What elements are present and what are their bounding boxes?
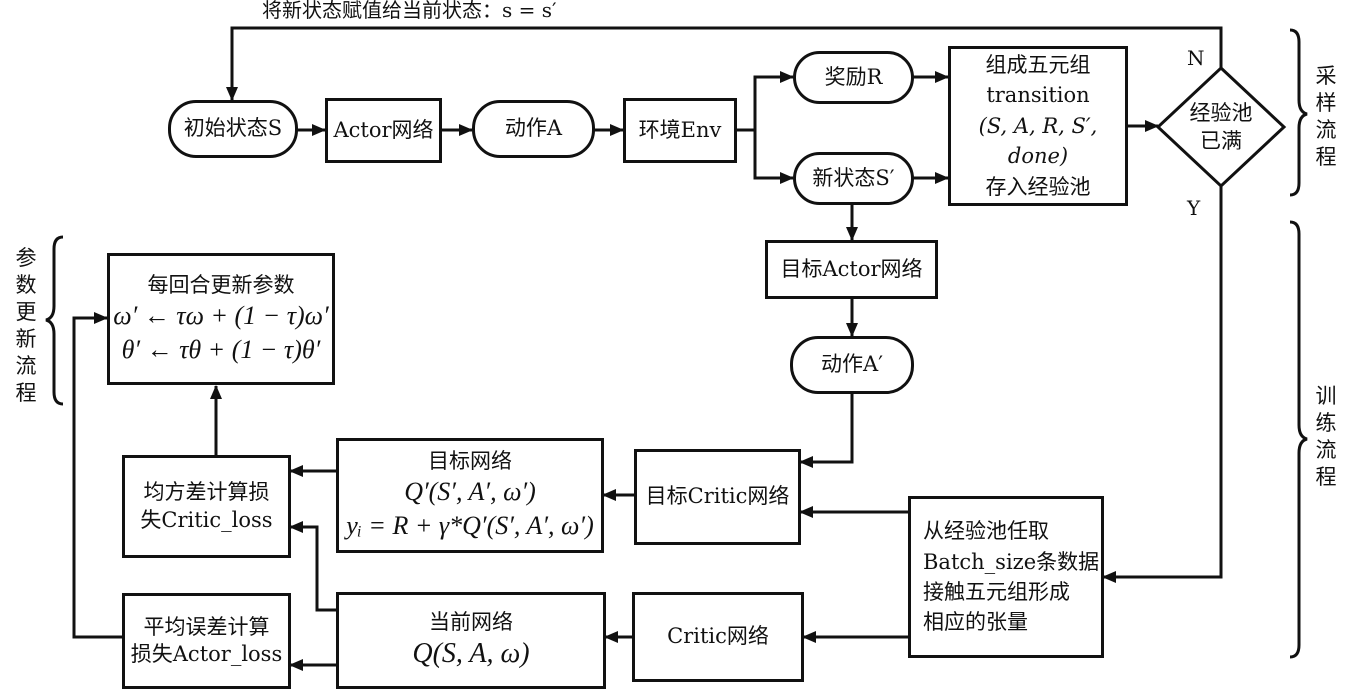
node-critic-label: Critic网络 bbox=[667, 624, 769, 649]
arrow-env-to-reward bbox=[736, 71, 794, 132]
sample-line-2: Batch_size条数据 bbox=[923, 549, 1100, 574]
sample-line-4: 相应的张量 bbox=[923, 610, 1028, 635]
param-update-title: 每回合更新参数 bbox=[147, 272, 295, 297]
store-line-1: 组成五元组 bbox=[985, 52, 1091, 77]
side-char: 程 bbox=[15, 381, 37, 405]
node-action-a-prime: 动作A′ bbox=[790, 336, 914, 394]
side-char: 采 bbox=[1315, 64, 1337, 88]
node-environment: 环境Env bbox=[623, 98, 737, 163]
brace-training bbox=[1289, 220, 1308, 659]
arrow-current-net-to-mse bbox=[289, 521, 336, 612]
brace-sampling bbox=[1289, 28, 1308, 197]
param-update-eq2: θ′ ← τθ + (1 − τ)θ′ bbox=[121, 334, 321, 364]
target-network-title: 目标网络 bbox=[428, 449, 512, 474]
top-loop-label: 将新状态赋值给当前状态：s = s′ bbox=[262, 0, 557, 22]
side-label-param-update: 参 数 更 新 流 程 bbox=[14, 245, 38, 407]
arrow-mean-to-update bbox=[72, 312, 123, 639]
side-char: 练 bbox=[1315, 411, 1337, 435]
node-target-actor-label: 目标Actor网络 bbox=[780, 256, 923, 281]
side-char: 流 bbox=[1315, 438, 1337, 462]
node-initial-state: 初始状态S bbox=[168, 100, 298, 158]
arrow-action2-to-target-critic bbox=[799, 394, 854, 468]
node-initial-state-label: 初始状态S bbox=[183, 116, 283, 141]
decision-diamond bbox=[1155, 65, 1287, 189]
node-target-actor: 目标Actor网络 bbox=[765, 240, 938, 299]
node-sample-batch: 从经验池任取 Batch_size条数据 接触五元组形成 相应的张量 bbox=[908, 496, 1104, 658]
side-char: 数 bbox=[15, 273, 37, 297]
node-new-state-label: 新状态S′ bbox=[812, 165, 895, 190]
side-label-sampling: 采 样 流 程 bbox=[1314, 63, 1338, 171]
node-action-a-label: 动作A bbox=[504, 116, 563, 141]
node-reward: 奖励R bbox=[793, 51, 914, 104]
side-char: 新 bbox=[15, 327, 37, 351]
store-line-3: (S, A, R, S′, done) bbox=[978, 113, 1098, 169]
node-target-critic-label: 目标Critic网络 bbox=[645, 484, 790, 509]
mse-loss-line-1: 均方差计算损 bbox=[143, 480, 270, 505]
node-actor-network: Actor网络 bbox=[325, 98, 442, 163]
side-label-training: 训 练 流 程 bbox=[1314, 383, 1338, 491]
pool-full-line-1: 经验池 bbox=[1189, 101, 1253, 125]
target-network-eq1: Q′(S′, A′, ω′) bbox=[404, 477, 536, 507]
side-char: 样 bbox=[1315, 91, 1337, 115]
mean-loss-line-1: 平均误差计算 bbox=[143, 614, 270, 639]
current-network-title: 当前网络 bbox=[429, 609, 513, 634]
node-environment-label: 环境Env bbox=[638, 117, 722, 142]
node-new-state: 新状态S′ bbox=[793, 152, 914, 205]
node-store-transition: 组成五元组 transition (S, A, R, S′, done) 存入经… bbox=[948, 46, 1128, 206]
store-line-2: transition bbox=[986, 83, 1090, 108]
node-action-a: 动作A bbox=[472, 100, 595, 158]
branch-no-label: N bbox=[1187, 46, 1205, 70]
mse-loss-line-2: 失Critic_loss bbox=[140, 507, 273, 532]
target-network-eq2: yᵢ = R + γ*Q′(S′, A′, ω′) bbox=[346, 511, 594, 541]
side-char: 程 bbox=[1315, 145, 1337, 169]
arrow-yes-to-sample bbox=[1102, 186, 1223, 583]
sample-line-3: 接触五元组形成 bbox=[923, 580, 1070, 604]
store-line-4: 存入经验池 bbox=[985, 174, 1091, 199]
side-char: 训 bbox=[1315, 384, 1337, 408]
side-char: 更 bbox=[15, 300, 37, 324]
node-mse-loss: 均方差计算损 失Critic_loss bbox=[122, 455, 291, 558]
side-char: 流 bbox=[1315, 118, 1337, 142]
arrow-env-to-newstate bbox=[753, 130, 794, 184]
mean-loss-line-2: 损失Actor_loss bbox=[130, 642, 283, 666]
brace-param bbox=[45, 235, 64, 406]
side-char: 流 bbox=[15, 354, 37, 378]
sample-line-1: 从经验池任取 bbox=[923, 519, 1049, 544]
node-param-update: 每回合更新参数 ω′ ← τω + (1 − τ)ω′ θ′ ← τθ + (1… bbox=[107, 253, 335, 385]
node-target-network: 目标网络 Q′(S′, A′, ω′) yᵢ = R + γ*Q′(S′, A′… bbox=[336, 438, 604, 553]
node-actor-network-label: Actor网络 bbox=[333, 117, 434, 142]
node-target-critic: 目标Critic网络 bbox=[634, 449, 801, 545]
node-current-network: 当前网络 Q(S, A, ω) bbox=[336, 592, 606, 689]
pool-full-line-2: 已满 bbox=[1200, 129, 1242, 153]
arrow-no-loop bbox=[226, 26, 1223, 101]
node-action-a-prime-label: 动作A′ bbox=[821, 352, 883, 377]
param-update-eq1: ω′ ← τω + (1 − τ)ω′ bbox=[113, 300, 329, 330]
node-pool-full: 经验池 已满 bbox=[1176, 99, 1266, 155]
branch-yes-label: Y bbox=[1187, 196, 1201, 220]
node-reward-label: 奖励R bbox=[824, 64, 883, 89]
current-network-eq1: Q(S, A, ω) bbox=[412, 637, 530, 669]
node-critic: Critic网络 bbox=[632, 592, 804, 682]
side-char: 程 bbox=[1315, 465, 1337, 489]
side-char: 参 bbox=[15, 246, 37, 270]
node-mean-loss: 平均误差计算 损失Actor_loss bbox=[122, 593, 291, 689]
